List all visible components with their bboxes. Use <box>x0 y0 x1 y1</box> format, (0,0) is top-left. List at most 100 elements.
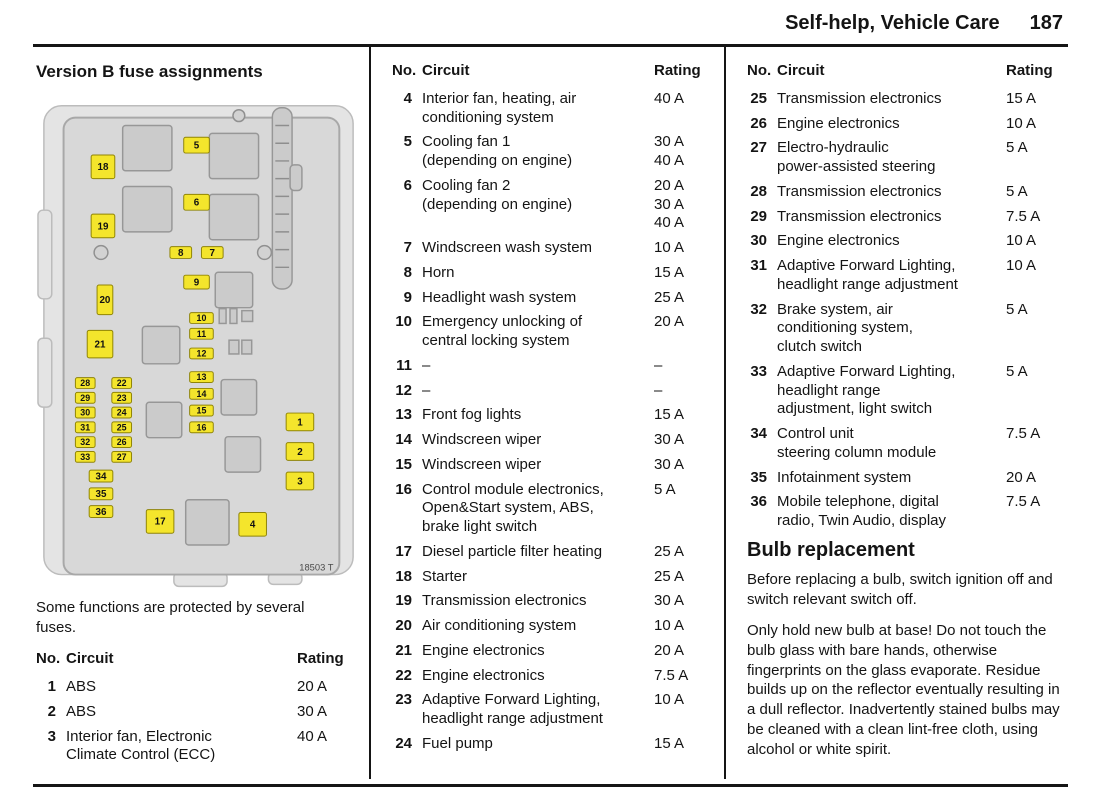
fuse-circuit: Emergency unlocking of central locking s… <box>422 313 583 349</box>
fuse-circuit: Interior fan, Electronic Climate Control… <box>66 727 216 764</box>
fuse-cell-3 <box>285 471 315 491</box>
fuse-number: 33 <box>750 362 767 380</box>
fuse-cell-13 <box>189 371 214 384</box>
fuse-circuit: Engine electronics <box>777 232 900 250</box>
fuse-rating: 7.5 A <box>654 666 689 684</box>
fuse-rating: 5 A <box>1006 362 1028 380</box>
fuse-circuit: – <box>422 356 431 374</box>
fuse-rating: 7.5 A <box>1006 425 1041 442</box>
col-header-circuit: Circuit <box>777 62 825 79</box>
fuse-circuit: Horn <box>422 263 455 281</box>
fuse-circuit: Transmission electronics <box>777 207 942 225</box>
fuse-number: 5 <box>403 133 412 151</box>
fuse-cell-label: 14 <box>197 389 207 399</box>
fuse-circuit: Mobile telephone, digital radio, Twin Au… <box>777 493 946 529</box>
header-title: Self-help, Vehicle Care <box>785 12 1000 34</box>
fuse-cell-label: 18 <box>98 162 109 173</box>
content-columns: Version B fuse assignments <box>33 47 1068 779</box>
fuse-rating: 20 A <box>654 313 685 331</box>
fuse-circuit: Fuel pump <box>422 734 493 752</box>
fuse-cell-label: 13 <box>197 372 207 382</box>
table-header: No. Circuit Rating <box>747 62 1066 81</box>
fuse-circuit: Cooling fan 1 (depending on engine) <box>422 133 573 169</box>
fuse-rating: – <box>654 356 663 374</box>
fuse-rating: 30 A 40 A <box>654 133 685 169</box>
fuse-cell-9 <box>183 274 210 290</box>
fuse-cell-1 <box>285 412 315 432</box>
fuse-rating: 30 A <box>654 592 685 610</box>
fuse-rating: 7.5 A <box>1006 207 1041 225</box>
fuse-number: 30 <box>750 232 767 250</box>
fuse-cell-label: 35 <box>96 489 107 500</box>
col-header-no: No. <box>392 62 417 79</box>
fuse-circuit: Brake system, air conditioning system, c… <box>777 300 913 356</box>
fuse-cell-22 <box>111 377 133 389</box>
fuse-number: 34 <box>750 425 767 442</box>
fuse-circuit: Engine electronics <box>422 666 545 684</box>
fuse-circuit: Air conditioning system <box>422 617 577 634</box>
fuse-rating: 25 A <box>654 288 685 306</box>
fuse-cell-label: 3 <box>297 476 303 487</box>
fuse-cell-label: 32 <box>80 437 90 447</box>
fuse-number: 20 <box>395 617 412 634</box>
col-header-no: No. <box>36 650 61 668</box>
fuse-cell-label: 4 <box>250 520 256 531</box>
fuse-circuit: Interior fan, heating, air conditioning … <box>422 89 577 126</box>
col-header-rating: Rating <box>297 650 344 668</box>
fuse-cell-36 <box>88 505 114 518</box>
top-rule <box>33 44 1068 47</box>
fuse-cell-7 <box>200 246 224 259</box>
fuse-cell-35 <box>88 487 114 501</box>
fuse-circuit: Windscreen wash system <box>422 239 593 256</box>
fuse-rating: 10 A <box>654 617 685 634</box>
fuse-rating: 10 A <box>654 239 685 256</box>
fuse-rating: 7.5 A <box>1006 493 1041 511</box>
fuse-number: 18 <box>395 567 412 585</box>
fuse-cell-label: 25 <box>117 422 127 432</box>
fuse-circuit: Adaptive Forward Lighting, headlight ran… <box>777 362 956 418</box>
fuse-number: 31 <box>750 257 767 274</box>
table-header: No. Circuit Rating <box>36 650 357 669</box>
fuse-number: 4 <box>403 89 412 107</box>
fuse-number: 6 <box>403 176 412 194</box>
fuse-rating: 10 A <box>1006 114 1037 132</box>
fuse-rating: 20 A 30 A 40 A <box>654 176 685 232</box>
bulb-section-title: Bulb replacement <box>747 538 915 561</box>
fuse-circuit: Windscreen wiper <box>422 431 542 448</box>
bulb-paragraph: Only hold new bulb at base! Do not touch… <box>747 621 1060 759</box>
fuse-cell-label: 30 <box>80 408 90 418</box>
fuse-rating: 40 A <box>654 89 685 107</box>
col-header-rating: Rating <box>654 62 701 79</box>
fuse-cell-label: 36 <box>96 507 107 518</box>
fuse-cell-21 <box>86 329 114 359</box>
fuse-circuit: Transmission electronics <box>422 592 587 610</box>
fuse-cell-33 <box>74 450 96 463</box>
fuse-cell-label: 29 <box>80 393 90 403</box>
fuse-cell-23 <box>111 391 133 404</box>
fuse-cell-6 <box>183 193 210 211</box>
fuse-cell-label: 12 <box>197 348 207 358</box>
fuse-rating: 5 A <box>1006 182 1028 200</box>
fuse-circuit: Transmission electronics <box>777 182 942 200</box>
fuse-rating: 15 A <box>1006 89 1037 107</box>
fuse-rating: 40 A <box>297 727 328 745</box>
fuse-cell-26 <box>111 436 133 449</box>
fuse-number: 19 <box>395 592 412 610</box>
fuse-cell-11 <box>189 327 214 340</box>
fuse-number: 29 <box>750 207 767 225</box>
fuse-rating: – <box>654 381 663 399</box>
